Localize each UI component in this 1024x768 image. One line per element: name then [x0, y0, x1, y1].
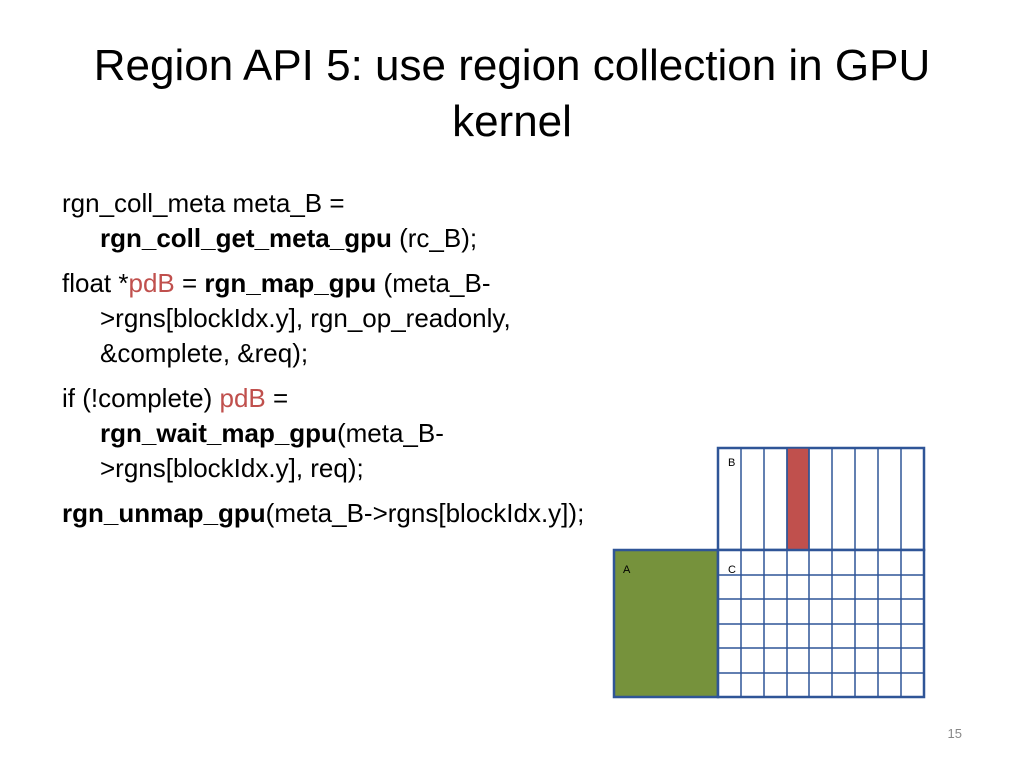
code-line-wait: if (!complete) pdB = rgn_wait_map_gpu(me…: [62, 381, 622, 486]
function-name: rgn_unmap_gpu: [62, 498, 266, 528]
code-listing: rgn_coll_meta meta_B = rgn_coll_get_meta…: [62, 186, 622, 541]
code-text: (rc_B);: [391, 223, 478, 253]
highlighted-variable: pdB: [219, 383, 266, 413]
page-number: 15: [947, 726, 962, 741]
code-text: =: [174, 268, 205, 298]
matrix-c-label: C: [728, 564, 736, 576]
code-text: (meta_B->rgns[blockIdx.y], req);: [100, 418, 444, 483]
code-text: rgn_coll_meta meta_B =: [62, 188, 345, 218]
code-text: (meta_B->rgns[blockIdx.y]);: [265, 498, 585, 528]
matrix-a-label: A: [623, 564, 631, 576]
matrix-diagram: B A C: [612, 446, 926, 699]
code-line-unmap: rgn_unmap_gpu(meta_B->rgns[blockIdx.y]);: [62, 496, 622, 531]
code-text: float *: [62, 268, 129, 298]
matrix-b-highlight-column: [786, 447, 810, 551]
function-name: rgn_map_gpu: [204, 268, 377, 298]
highlighted-variable: pdB: [128, 268, 175, 298]
matrix-c: C: [716, 548, 926, 699]
function-name: rgn_wait_map_gpu: [100, 418, 337, 448]
matrix-a: A: [612, 548, 720, 699]
slide-title: Region API 5: use region collection in G…: [93, 41, 931, 146]
matrix-c-row-lines: [718, 574, 924, 674]
code-line-map: float *pdB = rgn_map_gpu (meta_B->rgns[b…: [62, 266, 622, 371]
code-text: =: [265, 383, 289, 413]
code-line-meta: rgn_coll_meta meta_B = rgn_coll_get_meta…: [62, 186, 622, 256]
matrix-b-label: B: [728, 457, 735, 469]
code-text: if (!complete): [62, 383, 220, 413]
matrix-b: B: [716, 446, 926, 552]
code-text: (meta_B->rgns[blockIdx.y], rgn_op_readon…: [100, 268, 511, 368]
matrix-b-column-lines: [740, 448, 902, 550]
function-name: rgn_coll_get_meta_gpu: [100, 223, 392, 253]
